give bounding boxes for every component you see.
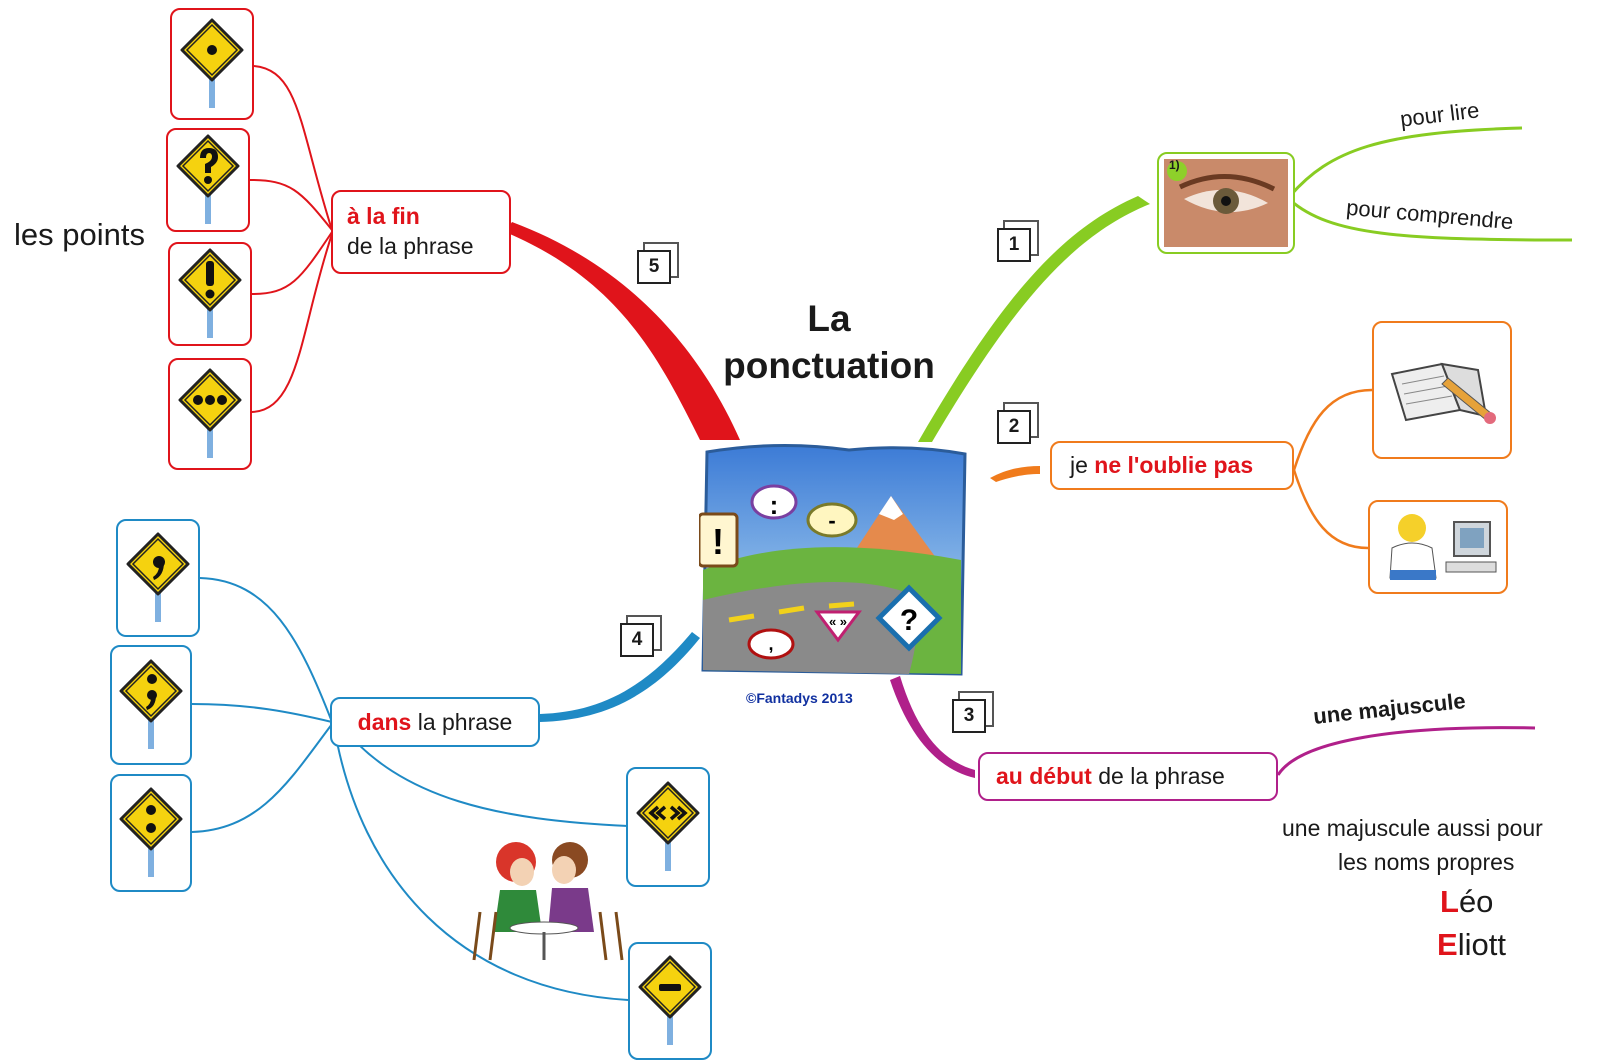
svg-text:-: -: [828, 508, 835, 533]
branch-number-3: 3: [952, 699, 986, 733]
computer-picture-box: [1368, 500, 1508, 594]
node-text-bold: au début: [996, 763, 1092, 789]
semicolon-sign-icon: [119, 659, 183, 749]
sign-box-comma: [116, 519, 200, 637]
exclamation-mark-sign-icon: [178, 248, 242, 338]
svg-text::: :: [770, 490, 779, 520]
eye-picture-box: 1): [1157, 152, 1295, 254]
sign-box-dash: [628, 942, 712, 1060]
svg-text:?: ?: [900, 604, 918, 637]
name-2-initial: E: [1437, 927, 1458, 962]
two-women-talking-icon: [472, 842, 624, 961]
picture-tag: 1): [1169, 158, 1180, 172]
comma-sign-icon: [126, 532, 190, 622]
node-text-bold: dans: [357, 708, 412, 735]
les-points-label: les points: [14, 217, 145, 252]
notebook-picture-box: [1372, 321, 1512, 459]
node-dans-la-phrase: dans la phrase: [330, 697, 540, 747]
question-mark-sign-icon: [176, 134, 240, 224]
central-illustration: ! : - , « » ?: [697, 440, 967, 676]
node-je-ne-l-oublie-pas: je ne l'oublie pas: [1050, 441, 1294, 490]
proper-name-1: Léo: [1440, 883, 1493, 922]
dash-sign-icon: [638, 955, 702, 1045]
name-1-rest: éo: [1458, 884, 1494, 919]
node-au-debut-de-la-phrase: au début de la phrase: [978, 752, 1278, 801]
proper-name-2: Eliott: [1437, 926, 1506, 965]
sign-box-question-mark: [166, 128, 250, 232]
svg-text:!: !: [712, 521, 724, 562]
name-1-initial: L: [1440, 884, 1459, 919]
name-2-rest: liott: [1457, 927, 1506, 962]
colon-sign-icon: [119, 787, 183, 877]
person-at-computer-icon: [1389, 514, 1497, 580]
node-text-suffix: la phrase: [411, 708, 513, 735]
sign-box-quotation-marks: [626, 767, 710, 887]
copyright-label: ©Fantadys 2013: [746, 690, 853, 706]
note-line-2: les noms propres: [1338, 849, 1515, 875]
svg-text:,: ,: [768, 634, 773, 654]
sign-box-semicolon: [110, 645, 192, 765]
road-signs-landscape-image: ! : - , « » ?: [697, 443, 967, 676]
conversation-illustration: [460, 832, 636, 964]
node-text-bold: ne l'oublie pas: [1094, 452, 1254, 478]
eye-icon: [1164, 159, 1288, 247]
sign-box-point: [170, 8, 254, 120]
point-sign-icon: [180, 18, 244, 108]
node-text-prefix: je: [1070, 452, 1095, 478]
branch-number-5: 5: [637, 250, 671, 284]
branch-number-1: 1: [997, 228, 1031, 262]
ellipsis-sign-icon: [178, 368, 242, 458]
quotation-marks-sign-icon: [636, 781, 700, 871]
note-line-1: une majuscule aussi pour: [1282, 815, 1543, 841]
node-a-la-fin-de-la-phrase: à la fin de la phrase: [331, 190, 511, 274]
notebook-pencil-icon: [1390, 362, 1496, 424]
branch-number-2: 2: [997, 410, 1031, 444]
node-text-bold: à la fin: [347, 203, 420, 230]
node-text-line-2: de la phrase: [347, 233, 474, 259]
sign-box-ellipsis: [168, 358, 252, 470]
sign-box-exclamation-mark: [168, 242, 252, 346]
node-text-suffix: de la phrase: [1091, 763, 1225, 789]
svg-text:« »: « »: [829, 614, 847, 629]
sign-box-colon: [110, 774, 192, 892]
branch-number-4: 4: [620, 623, 654, 657]
